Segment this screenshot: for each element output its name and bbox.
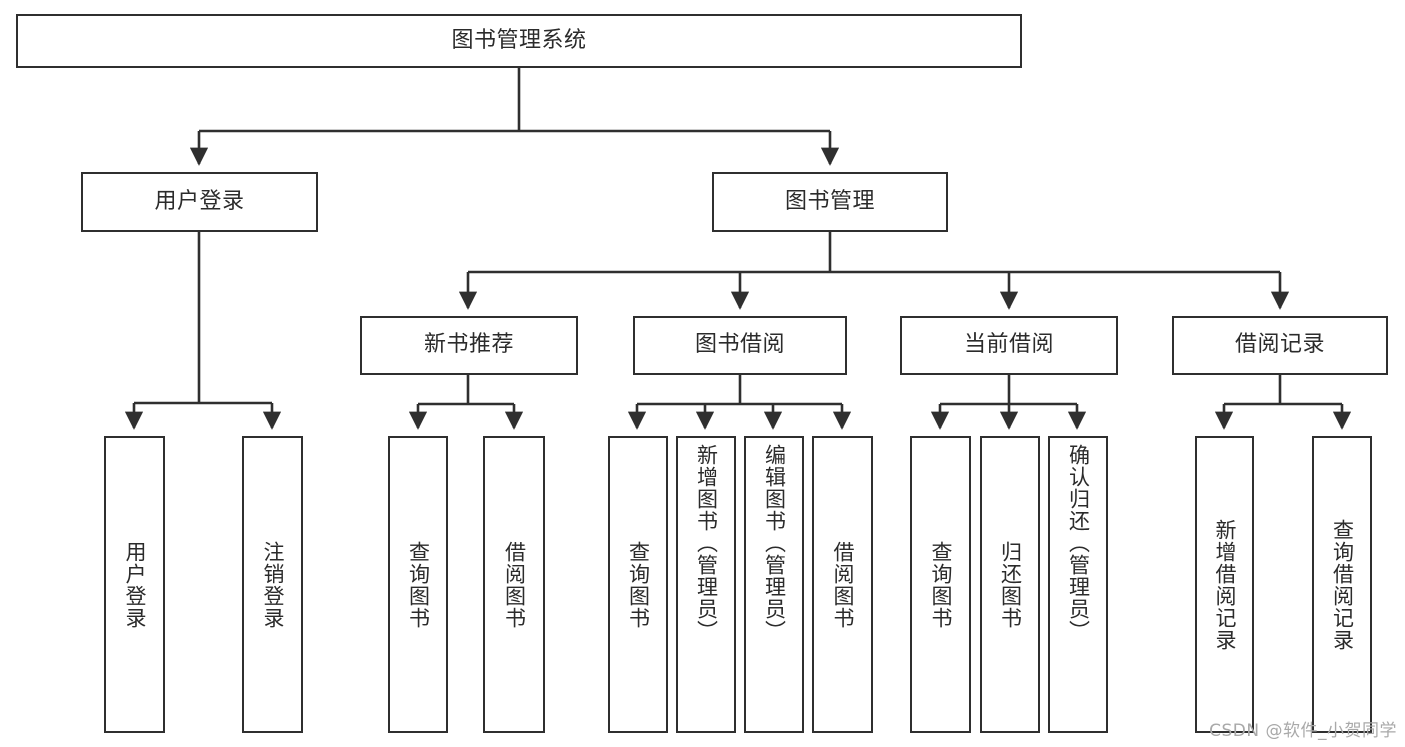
node-label: 查询图书 <box>626 540 651 629</box>
node-root-book-management-system[interactable]: 图书管理系统 <box>16 14 1022 68</box>
node-label: 当前借阅 <box>963 332 1054 358</box>
node-label: 确认归还（管理员） <box>1066 444 1091 642</box>
node-leaf-return-book[interactable]: 归还图书 <box>980 436 1040 733</box>
node-leaf-borrow-book-recommend[interactable]: 借阅图书 <box>483 436 545 733</box>
node-label: 图书借阅 <box>694 332 785 358</box>
node-label: 注销登录 <box>260 540 285 629</box>
node-leaf-add-borrow-record[interactable]: 新增借阅记录 <box>1195 436 1254 733</box>
node-label: 新书推荐 <box>423 332 514 358</box>
node-leaf-query-borrow-record[interactable]: 查询借阅记录 <box>1312 436 1372 733</box>
node-label: 图书管理 <box>784 188 875 214</box>
node-leaf-query-book-borrow[interactable]: 查询图书 <box>608 436 668 733</box>
node-new-book-recommend[interactable]: 新书推荐 <box>360 316 578 375</box>
node-label: 查询借阅记录 <box>1330 518 1355 651</box>
node-label: 图书管理系统 <box>451 27 587 53</box>
node-leaf-edit-book-admin[interactable]: 编辑图书（管理员） <box>744 436 804 733</box>
node-label: 借阅图书 <box>502 540 527 629</box>
node-borrow-record[interactable]: 借阅记录 <box>1172 316 1388 375</box>
node-leaf-confirm-return-admin[interactable]: 确认归还（管理员） <box>1048 436 1108 733</box>
node-label: 查询图书 <box>928 540 953 629</box>
node-leaf-borrow-book[interactable]: 借阅图书 <box>812 436 873 733</box>
node-leaf-user-login[interactable]: 用户登录 <box>104 436 165 733</box>
node-label: 用户登录 <box>122 540 147 629</box>
node-label: 编辑图书（管理员） <box>762 444 787 642</box>
node-leaf-query-book-recommend[interactable]: 查询图书 <box>388 436 448 733</box>
node-label: 用户登录 <box>154 188 245 214</box>
node-book-borrow[interactable]: 图书借阅 <box>633 316 847 375</box>
node-user-login[interactable]: 用户登录 <box>81 172 318 232</box>
node-leaf-add-book-admin[interactable]: 新增图书（管理员） <box>676 436 736 733</box>
node-current-borrow[interactable]: 当前借阅 <box>900 316 1118 375</box>
node-label: 借阅记录 <box>1234 332 1325 358</box>
node-label: 查询图书 <box>406 540 431 629</box>
node-leaf-logout[interactable]: 注销登录 <box>242 436 303 733</box>
node-label: 新增图书（管理员） <box>694 444 719 642</box>
node-label: 归还图书 <box>998 540 1023 629</box>
node-book-management[interactable]: 图书管理 <box>712 172 948 232</box>
node-leaf-query-book-current[interactable]: 查询图书 <box>910 436 971 733</box>
node-label: 借阅图书 <box>830 540 855 629</box>
node-label: 新增借阅记录 <box>1212 518 1237 651</box>
